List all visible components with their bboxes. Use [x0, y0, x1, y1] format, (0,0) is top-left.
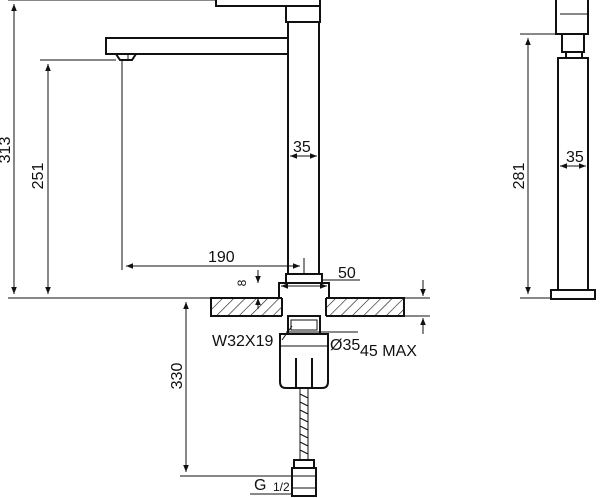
- spout: [105, 37, 288, 55]
- dim-thread: W32X19: [212, 333, 273, 350]
- side-view: [550, 0, 596, 300]
- hose-connector: [293, 459, 315, 469]
- front-dimensions: 313 251 35 190 8 50 45 MAX W32X19 Ø35: [0, 0, 430, 495]
- dim-connection: G: [254, 477, 266, 494]
- dim-body-width-front: 35: [293, 139, 311, 156]
- dim-base-width: 50: [338, 265, 356, 282]
- lever-handle: [215, 0, 321, 7]
- dim-flange-height: 8: [235, 279, 249, 286]
- dim-body-width-side: 35: [566, 149, 584, 166]
- dim-connection-size: 1/2: [273, 480, 290, 494]
- flex-hose: [299, 388, 309, 460]
- dim-spout-height: 251: [30, 163, 47, 190]
- dim-total-height: 313: [0, 137, 14, 164]
- dim-side-height: 281: [511, 163, 528, 190]
- mounting-nut: [279, 333, 329, 389]
- dim-spout-reach: 190: [208, 249, 235, 266]
- dim-supply-length: 330: [169, 363, 186, 390]
- side-body: [557, 57, 589, 291]
- side-base: [550, 289, 596, 300]
- mounting-shank: [287, 315, 321, 335]
- side-dimensions: 281 35: [511, 33, 586, 299]
- front-view: [105, 0, 405, 497]
- dim-hole-diameter: Ø35: [330, 337, 360, 354]
- side-lever: [555, 0, 589, 35]
- dim-deck-max: 45 MAX: [360, 343, 417, 360]
- base-ring: [285, 273, 323, 284]
